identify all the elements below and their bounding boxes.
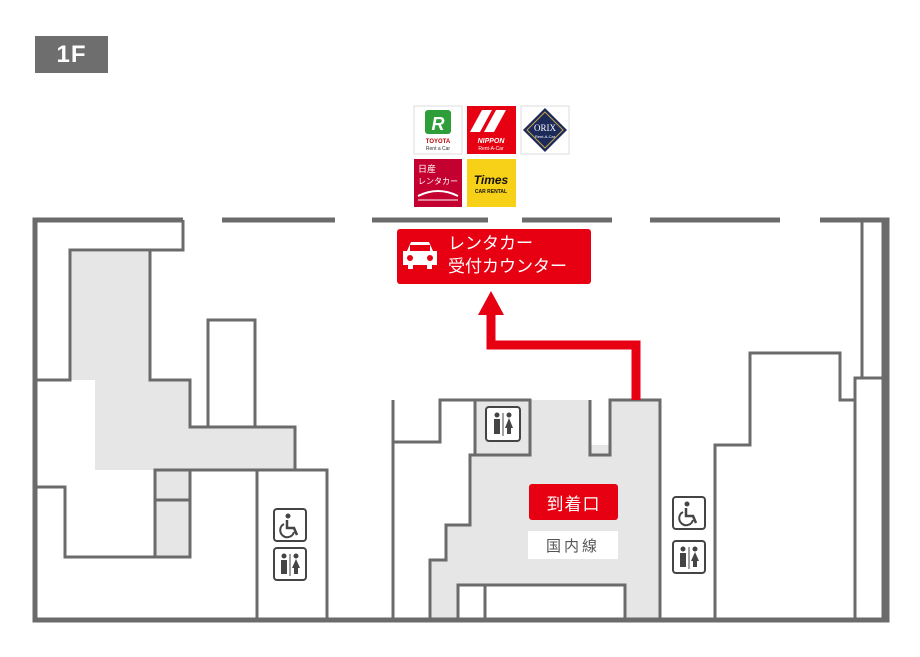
domestic-label: 国内線 xyxy=(545,536,600,555)
nippon-rent-a-car-logo: NIPPON Rent-A-Car xyxy=(467,106,516,154)
orix-rent-a-car-logo: ORIX Rent-A-Car xyxy=(520,105,570,155)
walls xyxy=(32,217,890,623)
rental-counter-sign xyxy=(397,229,591,284)
svg-text:CAR RENTAL: CAR RENTAL xyxy=(475,189,507,195)
svg-text:Rent-A-Car: Rent-A-Car xyxy=(478,146,504,152)
rental-counter-line1: レンタカー xyxy=(448,234,533,254)
restroom-icon xyxy=(485,406,521,442)
rental-logos: R TOYOTA Rent a Car NIPPON Rent-A-Car OR… xyxy=(413,105,570,207)
svg-text:NIPPON: NIPPON xyxy=(478,138,506,145)
accessible-toilet-icon xyxy=(672,496,706,530)
car-icon xyxy=(403,242,437,269)
svg-text:R: R xyxy=(432,114,445,134)
corridor-fill xyxy=(70,252,660,618)
times-car-rental-logo: Times CAR RENTAL xyxy=(467,159,516,207)
arrival-gate-label: 到着口 xyxy=(546,494,601,515)
svg-text:TOYOTA: TOYOTA xyxy=(426,139,451,145)
floor-badge: 1F xyxy=(35,36,108,73)
restroom-icon xyxy=(672,540,706,574)
svg-text:ORIX: ORIX xyxy=(534,123,556,133)
arrival-sign xyxy=(529,484,618,520)
svg-text:Times: Times xyxy=(474,173,509,187)
svg-text:Rent-A-Car: Rent-A-Car xyxy=(535,134,556,139)
restroom-icon xyxy=(273,547,307,581)
accessible-toilet-icon xyxy=(273,508,307,542)
rental-counter-label: レンタカー 受付カウンター xyxy=(448,233,567,279)
route-arrow xyxy=(478,291,641,400)
svg-text:日産: 日産 xyxy=(418,163,436,175)
toyota-rent-a-car-logo: R TOYOTA Rent a Car xyxy=(413,105,463,155)
svg-text:Rent a Car: Rent a Car xyxy=(426,146,451,152)
nissan-rent-a-car-logo: 日産 レンタカー xyxy=(414,159,462,207)
rental-counter-line2: 受付カウンター xyxy=(448,257,567,277)
domestic-label-bg xyxy=(528,531,618,559)
svg-text:レンタカー: レンタカー xyxy=(418,177,458,186)
